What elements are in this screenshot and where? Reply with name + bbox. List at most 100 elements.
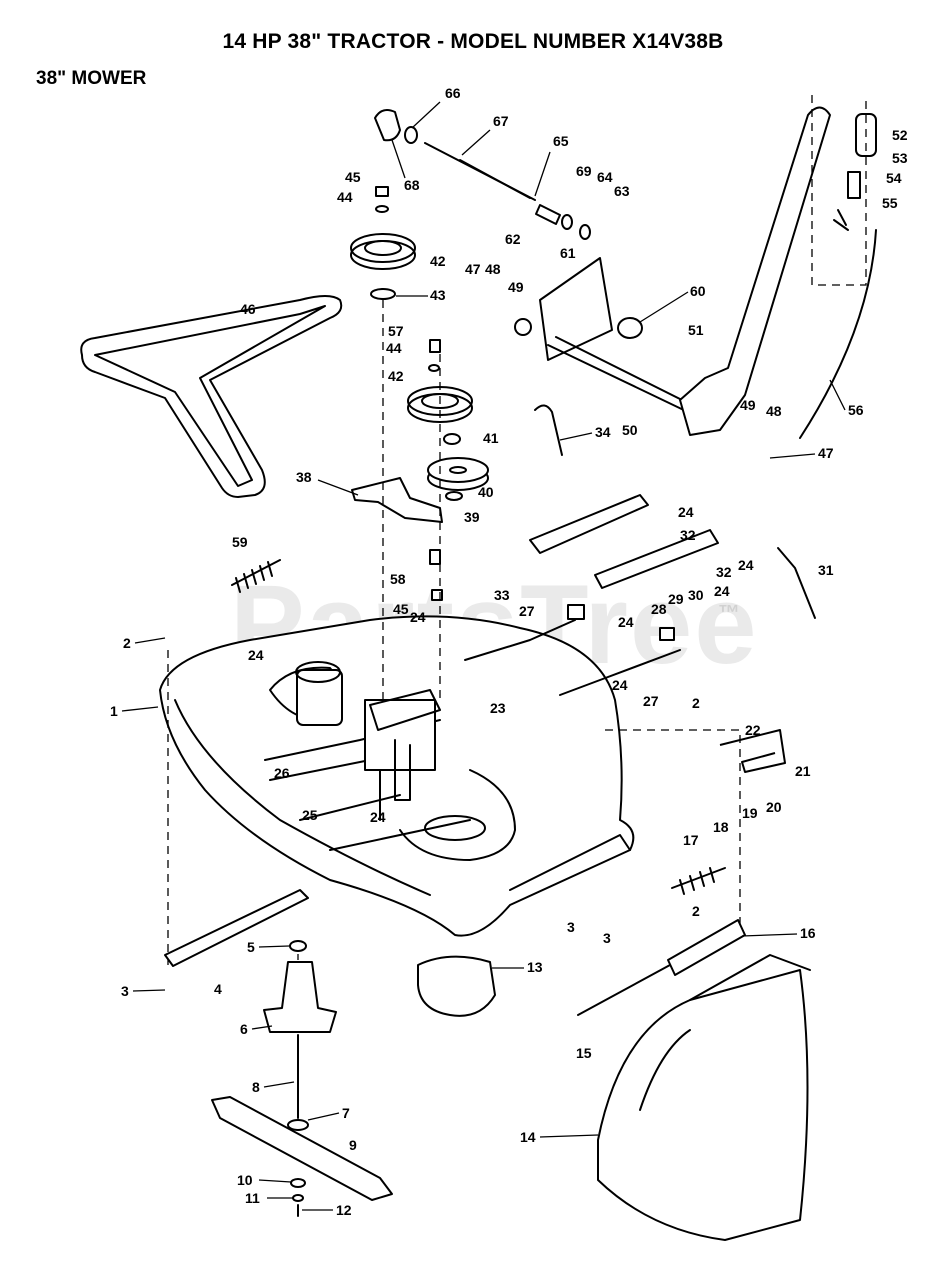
callout-21: 21 [795,763,811,779]
callout-2a: 2 [123,635,131,651]
callout-53: 53 [892,150,908,166]
callout-13: 13 [527,959,543,975]
spindle-guide-line [167,300,441,965]
bracket-21[interactable] [719,729,786,773]
callout-31: 31 [818,562,834,578]
callout-40: 40 [478,484,494,500]
callout-22: 22 [745,722,761,738]
lift-shaft[interactable] [514,257,719,426]
callout-labels: 66 67 65 68 69 64 63 45 44 42 43 46 62 6… [110,85,908,1218]
callout-57: 57 [388,323,404,339]
callout-7: 7 [342,1105,350,1121]
bracket-34[interactable] [534,404,563,456]
callout-39: 39 [464,509,480,525]
watermark-trademark: ™ [718,600,740,625]
callout-6: 6 [240,1021,248,1037]
callout-29: 29 [668,591,684,607]
height-adjust-assembly[interactable] [374,109,591,240]
callout-47a: 47 [465,261,481,277]
mount-dash-box [605,729,741,925]
lift-handle[interactable] [679,106,877,439]
callout-2b: 2 [692,695,700,711]
callout-42a: 42 [430,253,446,269]
callout-46: 46 [240,301,256,317]
bracket-31[interactable] [777,547,816,619]
spring-59[interactable] [231,559,281,593]
callout-60: 60 [690,283,706,299]
callout-44a: 44 [337,189,353,205]
callout-24a: 24 [678,504,694,520]
callout-24b: 24 [738,557,754,573]
callout-67: 67 [493,113,509,129]
section-subtitle: 38" MOWER [36,68,147,89]
callout-11: 11 [245,1190,260,1206]
blade-spindle[interactable] [164,889,393,1217]
callout-48a: 48 [485,261,501,277]
deck-baffle[interactable] [417,955,496,1017]
mower-deck[interactable] [159,615,635,937]
callout-20: 20 [766,799,782,815]
idler-pulley-upper[interactable] [350,233,416,300]
callout-64: 64 [597,169,613,185]
callout-28: 28 [651,601,667,617]
callout-45b: 45 [393,601,409,617]
spring-18[interactable] [671,867,726,895]
callout-3c: 3 [121,983,129,999]
callout-63: 63 [614,183,630,199]
callout-30: 30 [688,587,704,603]
hardware-upper [375,186,461,601]
callout-3a: 3 [567,919,575,935]
callout-61: 61 [560,245,576,261]
callout-2c: 2 [692,903,700,919]
callout-24g: 24 [612,677,628,693]
callout-65: 65 [553,133,569,149]
callout-34: 34 [595,424,611,440]
callout-4: 4 [214,981,222,997]
callout-24f: 24 [248,647,264,663]
callout-10: 10 [237,1172,253,1188]
link-arms[interactable] [529,494,719,589]
callout-54: 54 [886,170,902,186]
callout-24c: 24 [410,609,426,625]
callout-38: 38 [296,469,312,485]
callout-18: 18 [713,819,729,835]
callout-49a: 49 [508,279,524,295]
callout-32a: 32 [680,527,696,543]
idler-bracket[interactable] [351,477,443,523]
deflector-rod[interactable] [577,964,671,1016]
callout-69: 69 [576,163,592,179]
callout-41: 41 [483,430,499,446]
callout-16: 16 [800,925,816,941]
callout-33: 33 [494,587,510,603]
callout-24e: 24 [714,583,730,599]
page-title: 14 HP 38" TRACTOR - MODEL NUMBER X14V38B [222,30,724,53]
callout-8: 8 [252,1079,260,1095]
callout-68: 68 [404,177,420,193]
callout-3b: 3 [603,930,611,946]
callout-48b: 48 [766,403,782,419]
pulley-40[interactable] [427,457,489,501]
bracket-16[interactable] [667,919,746,976]
mower-belt[interactable] [80,295,343,498]
callout-44b: 44 [386,340,402,356]
callout-25: 25 [302,807,318,823]
callout-45a: 45 [345,169,361,185]
callout-9: 9 [349,1137,357,1153]
callout-14: 14 [520,1129,536,1145]
handle-dash-box [811,95,867,286]
grass-chute[interactable] [597,954,811,1241]
callout-47b: 47 [818,445,834,461]
callout-52: 52 [892,127,908,143]
callout-26: 26 [274,765,290,781]
callout-5: 5 [247,939,255,955]
drive-rod[interactable] [464,604,681,696]
callout-23: 23 [490,700,506,716]
callout-42b: 42 [388,368,404,384]
deck-spindle-assembly[interactable] [295,661,441,821]
callout-27b: 27 [643,693,659,709]
callout-49b: 49 [740,397,756,413]
callout-12: 12 [336,1202,352,1218]
callout-62: 62 [505,231,521,247]
callout-51: 51 [688,322,704,338]
